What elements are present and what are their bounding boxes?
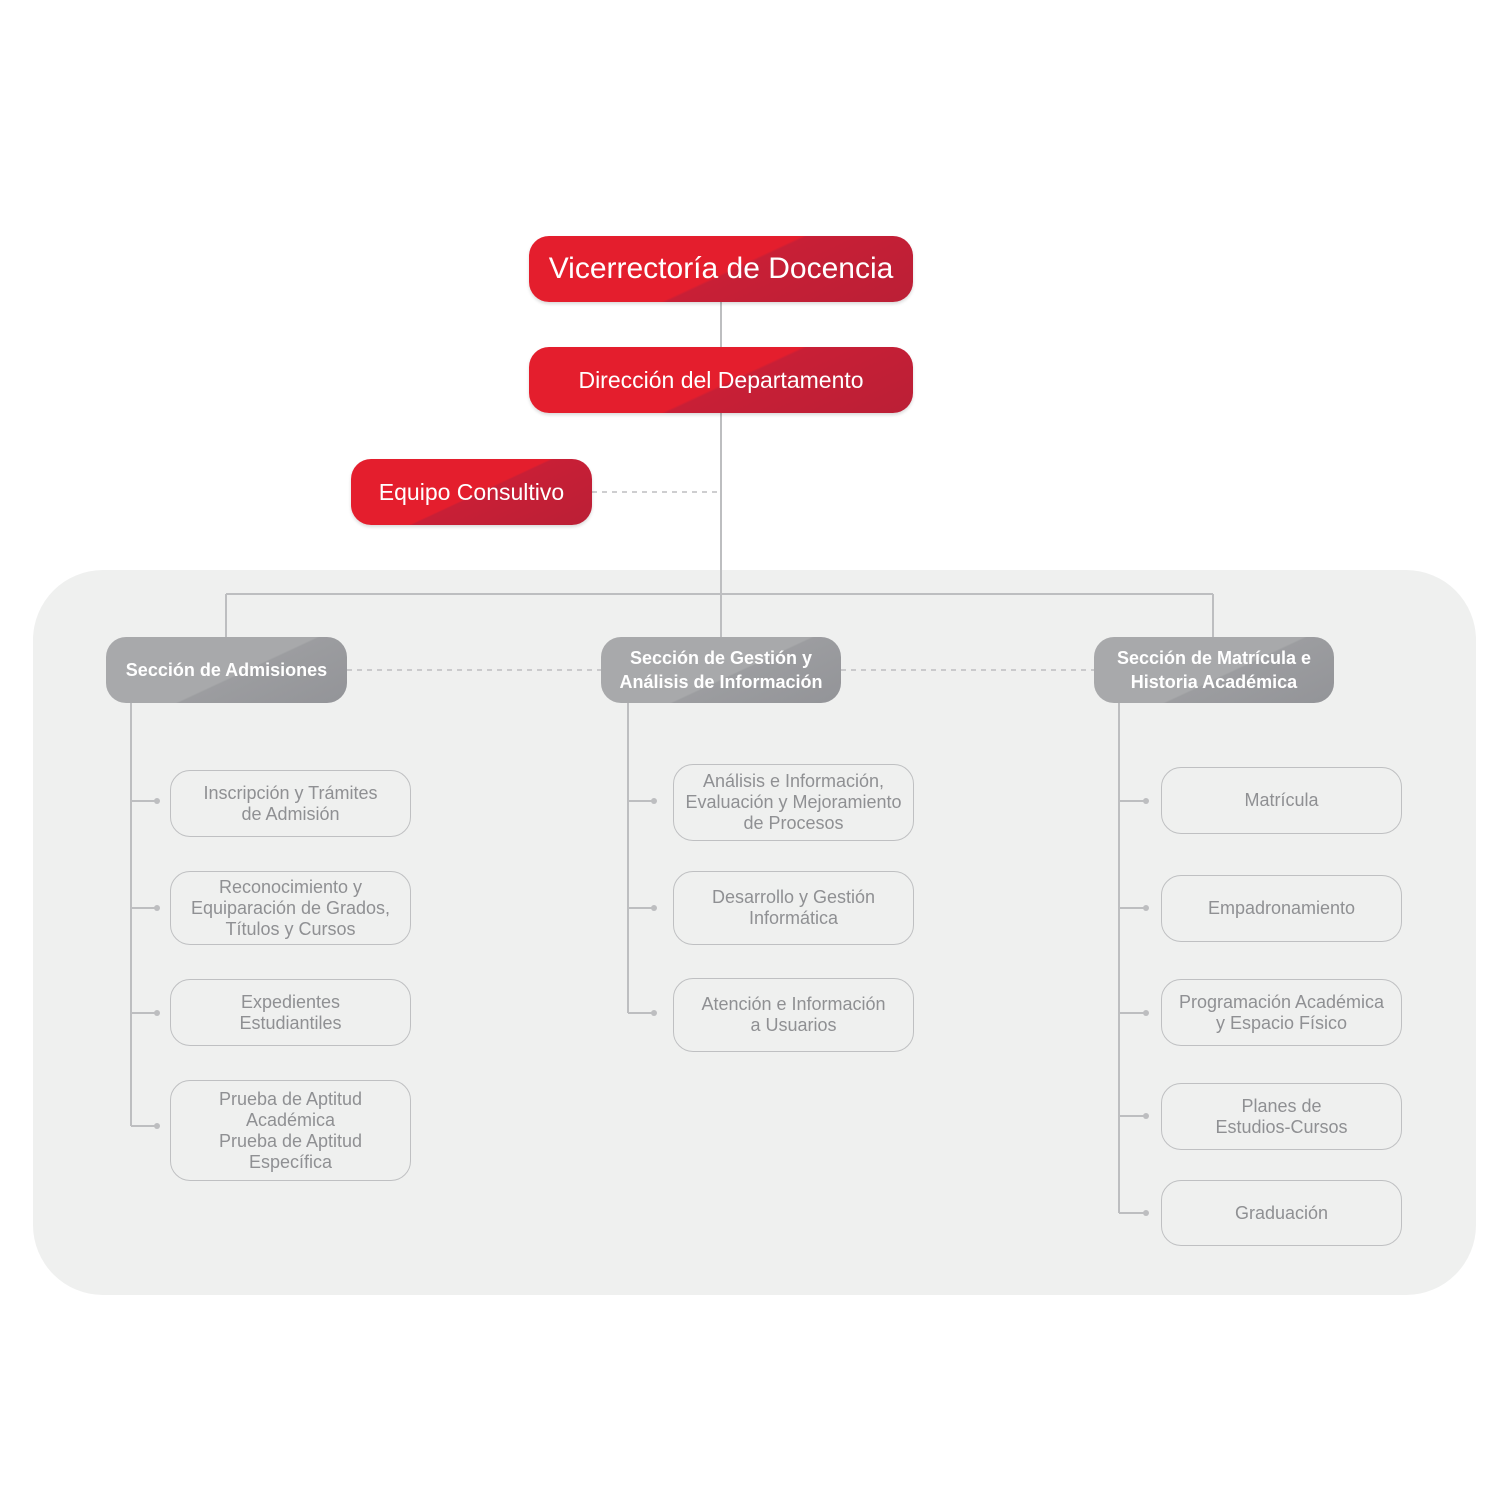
direction-label: Dirección del Departamento xyxy=(578,366,864,393)
unit-label: Atención e Información a Usuarios xyxy=(701,994,886,1035)
unit-box: Prueba de Aptitud Académica Prueba de Ap… xyxy=(170,1080,411,1181)
section-gestion: Sección de Gestión y Análisis de Informa… xyxy=(601,637,841,703)
unit-box: Reconocimiento y Equiparación de Grados,… xyxy=(170,871,411,945)
section-title: Sección de Admisiones xyxy=(125,660,328,680)
unit-label: Graduación xyxy=(1234,1202,1329,1223)
unit-label: Análisis e Información, Evaluación y Mej… xyxy=(685,771,902,833)
root-node: Vicerrectoría de Docencia xyxy=(529,236,913,302)
section-matricula: Sección de Matrícula e Historia Académic… xyxy=(1094,637,1334,703)
unit-label: Matrícula xyxy=(1244,790,1319,810)
unit-label: Programación Académica y Espacio Físico xyxy=(1178,991,1385,1033)
section-admisiones: Sección de Admisiones xyxy=(106,637,347,703)
section-title: Sección de Gestión y Análisis de Informa… xyxy=(619,648,823,692)
unit-box: Atención e Información a Usuarios xyxy=(673,978,914,1052)
unit-label: Prueba de Aptitud Académica Prueba de Ap… xyxy=(218,1088,363,1172)
unit-label: Inscripción y Trámites de Admisión xyxy=(203,782,378,824)
unit-label: Desarrollo y Gestión Informática xyxy=(711,887,876,928)
unit-box: Programación Académica y Espacio Físico xyxy=(1161,979,1402,1046)
unit-box: Planes de Estudios-Cursos xyxy=(1161,1083,1402,1150)
root-label: Vicerrectoría de Docencia xyxy=(548,252,894,285)
unit-box: Análisis e Información, Evaluación y Mej… xyxy=(673,764,914,841)
unit-label: Expedientes Estudiantiles xyxy=(239,991,342,1033)
unit-box: Graduación xyxy=(1161,1180,1402,1246)
advisory-node: Equipo Consultivo xyxy=(351,459,592,525)
direction-node: Dirección del Departamento xyxy=(529,347,913,413)
unit-box: Expedientes Estudiantiles xyxy=(170,979,411,1046)
unit-box: Matrícula xyxy=(1161,767,1402,834)
advisory-label: Equipo Consultivo xyxy=(378,478,565,505)
unit-box: Desarrollo y Gestión Informática xyxy=(673,871,914,945)
unit-box: Empadronamiento xyxy=(1161,875,1402,942)
unit-label: Empadronamiento xyxy=(1207,898,1356,918)
unit-label: Planes de Estudios-Cursos xyxy=(1215,1095,1348,1137)
unit-box: Inscripción y Trámites de Admisión xyxy=(170,770,411,837)
unit-label: Reconocimiento y Equiparación de Grados,… xyxy=(190,876,391,939)
section-title: Sección de Matrícula e Historia Académic… xyxy=(1116,648,1312,692)
